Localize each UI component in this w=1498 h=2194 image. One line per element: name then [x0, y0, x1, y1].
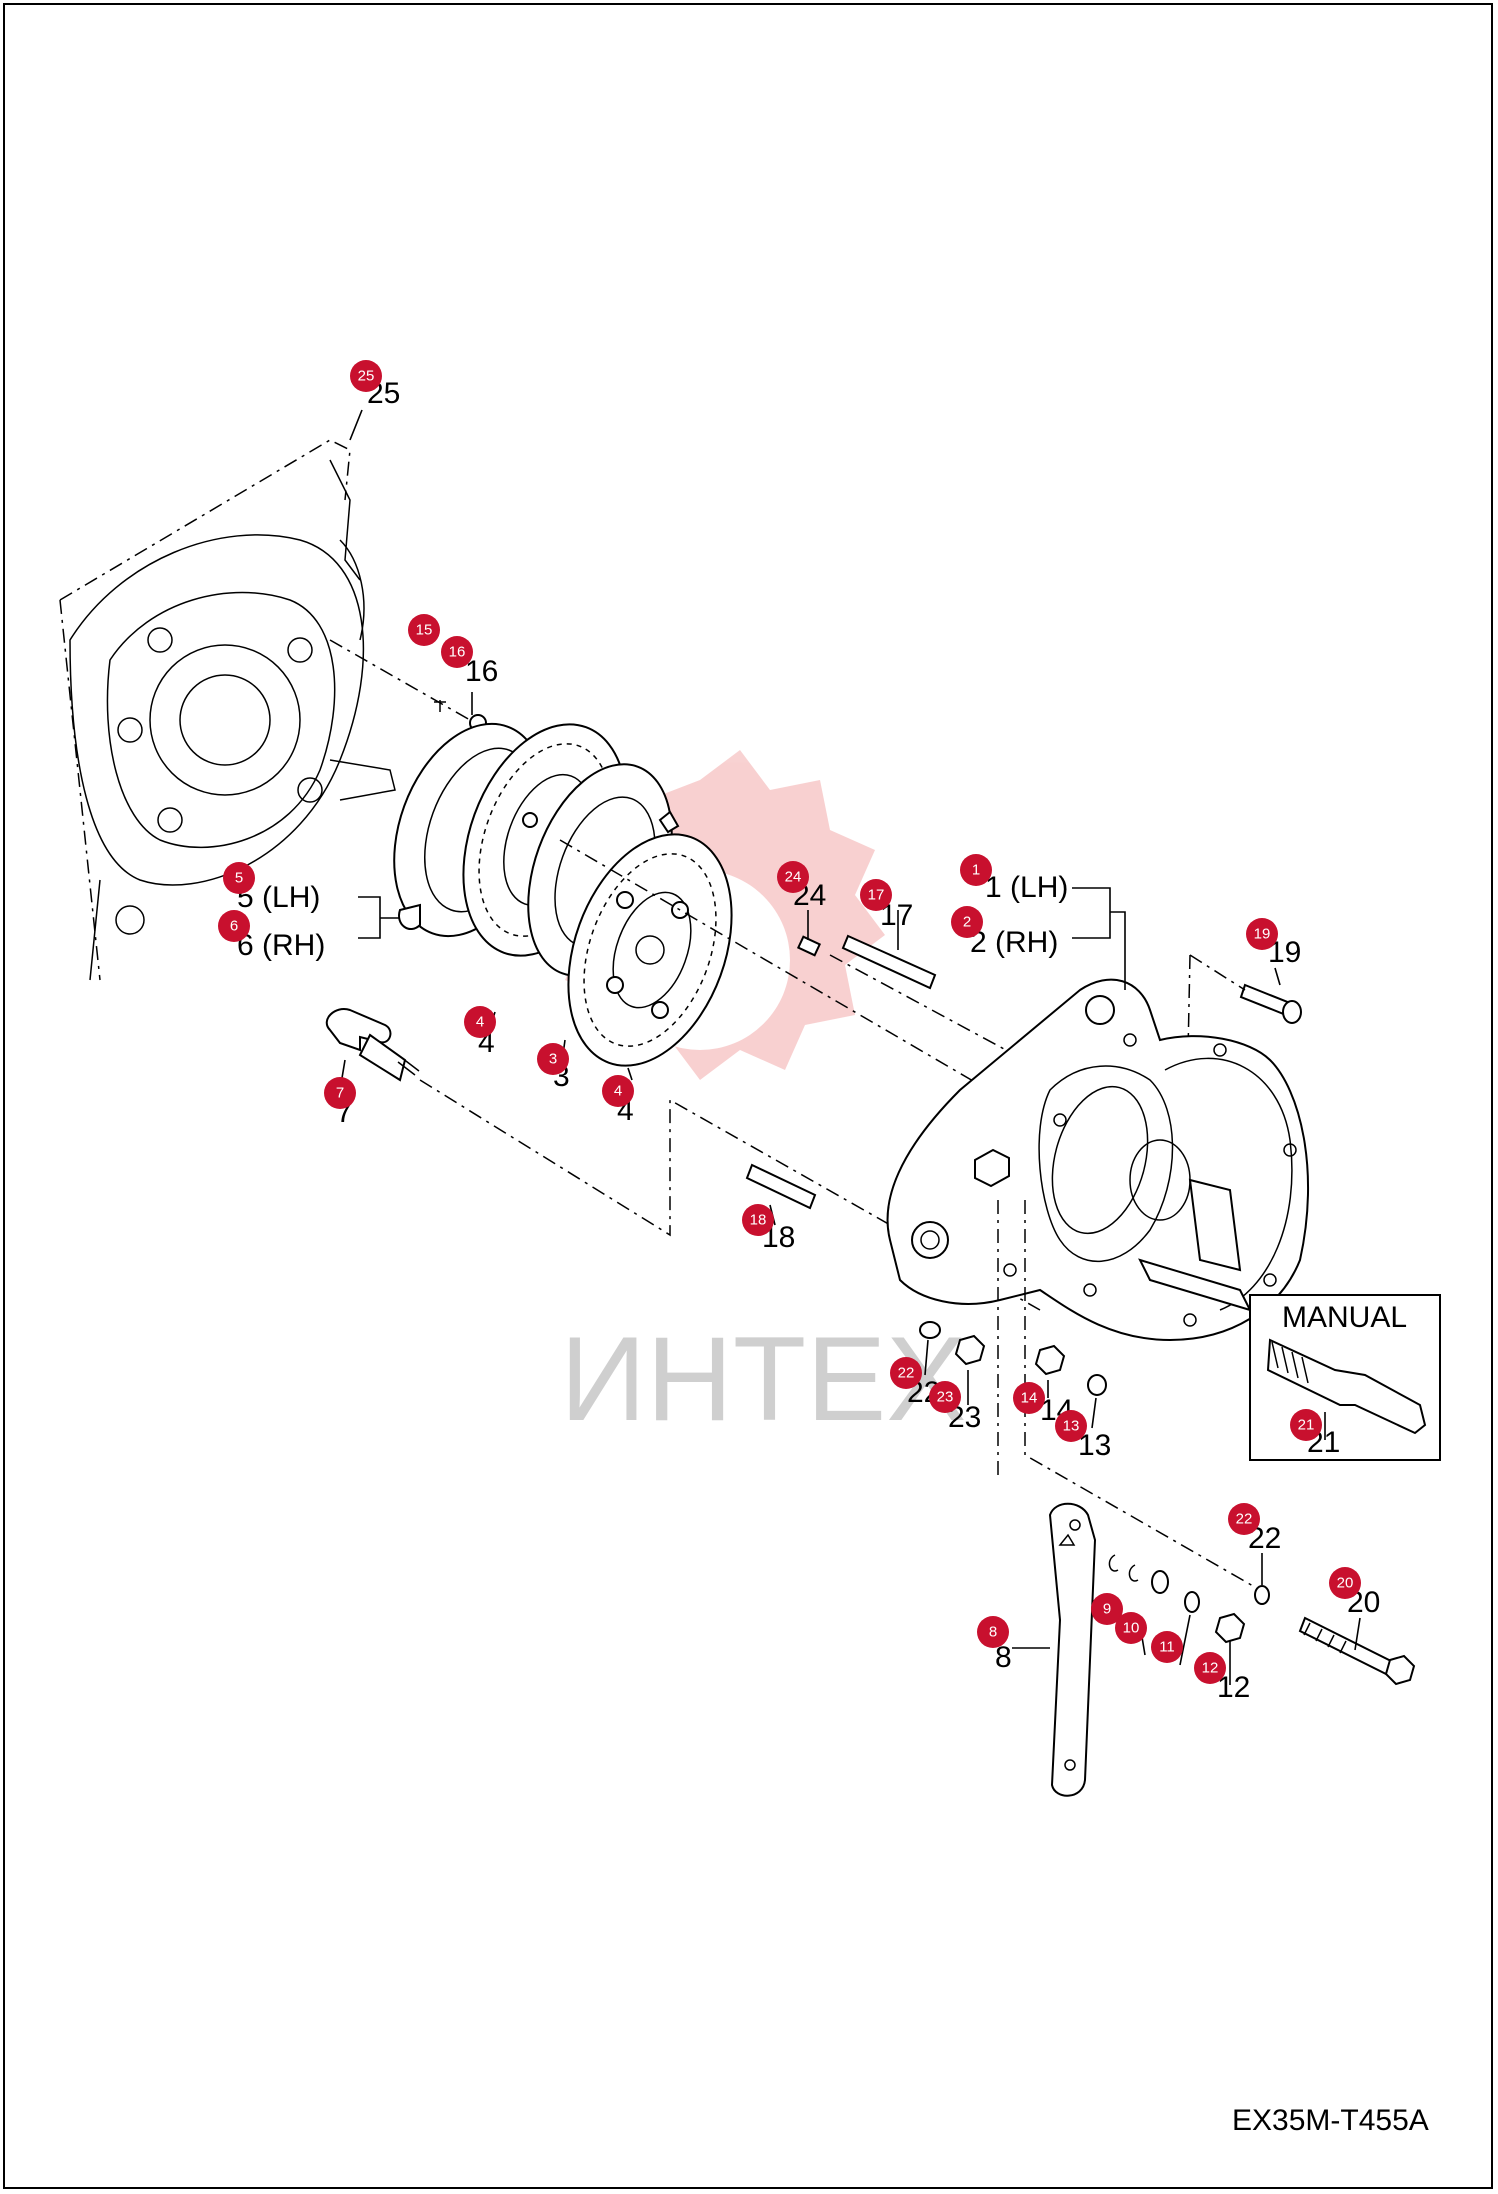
stud-18: [745, 1163, 817, 1210]
marker-2: 2: [951, 906, 983, 938]
marker-12: 12: [1194, 1652, 1226, 1684]
brake-housing-1-2: [886, 978, 1310, 1342]
svg-text:7: 7: [336, 1085, 344, 1102]
svg-text:22: 22: [1236, 1511, 1253, 1528]
plug-15: [434, 700, 446, 712]
manual-inset-title: MANUAL: [1282, 1301, 1407, 1334]
bolt-19: [1239, 983, 1302, 1024]
svg-text:12: 12: [1202, 1660, 1219, 1677]
marker-11: 11: [1151, 1631, 1183, 1663]
svg-text:14: 14: [1021, 1390, 1038, 1407]
marker-18: 18: [742, 1204, 774, 1236]
nut-12: [1214, 1612, 1246, 1644]
marker-4-rear: 4: [602, 1075, 634, 1107]
marker-21: 21: [1290, 1409, 1322, 1441]
label-1-lh: 1 (LH): [985, 871, 1068, 904]
marker-4-front: 4: [464, 1006, 496, 1038]
marker-22-lower: 22: [1228, 1503, 1260, 1535]
marker-8: 8: [977, 1616, 1009, 1648]
marker-7: 7: [324, 1077, 356, 1109]
marker-5: 5: [223, 862, 255, 894]
washer-22: [919, 1321, 941, 1339]
label-6-rh: 6 (RH): [237, 929, 325, 962]
washer-22-lower: [1254, 1585, 1270, 1605]
svg-text:19: 19: [1254, 926, 1271, 943]
marker-24: 24: [777, 861, 809, 893]
svg-text:15: 15: [416, 622, 433, 639]
label-8: 8: [995, 1641, 1012, 1674]
diagram-frame: [3, 3, 1493, 2189]
svg-text:5: 5: [235, 870, 243, 887]
nut-23: [954, 1334, 986, 1366]
stud-17: [841, 934, 937, 990]
washer-13: [1087, 1374, 1107, 1396]
marker-19: 19: [1246, 918, 1278, 950]
svg-text:13: 13: [1063, 1418, 1080, 1435]
svg-text:6: 6: [230, 918, 238, 935]
svg-text:4: 4: [476, 1014, 484, 1031]
svg-text:22: 22: [898, 1365, 915, 1382]
marker-23: 23: [929, 1381, 961, 1413]
bolt-20: [1298, 1616, 1416, 1686]
svg-text:24: 24: [785, 869, 802, 886]
drawing-code: EX35M-T455A: [1232, 2104, 1429, 2137]
nut-14: [1034, 1344, 1066, 1376]
marker-20: 20: [1329, 1567, 1361, 1599]
svg-text:16: 16: [449, 644, 466, 661]
marker-6: 6: [218, 910, 250, 942]
label-2-rh: 2 (RH): [970, 926, 1058, 959]
svg-text:23: 23: [937, 1389, 954, 1406]
marker-25: 25: [350, 360, 382, 392]
marker-13: 13: [1055, 1410, 1087, 1442]
svg-text:3: 3: [549, 1051, 557, 1068]
axis-line-lever: [997, 1200, 1261, 1591]
svg-text:11: 11: [1159, 1639, 1175, 1656]
axis-line-main: [559, 839, 1041, 1121]
marker-15: 15: [408, 614, 440, 646]
marker-9: 9: [1091, 1593, 1123, 1625]
marker-1: 1: [960, 854, 992, 886]
washer-11: [1184, 1591, 1200, 1613]
svg-text:10: 10: [1123, 1620, 1140, 1637]
svg-text:18: 18: [750, 1212, 767, 1229]
manual-inset-box: [1249, 1294, 1441, 1461]
marker-17: 17: [860, 879, 892, 911]
marker-14: 14: [1013, 1382, 1045, 1414]
axis-line-pin: [419, 1079, 1041, 1311]
svg-text:1: 1: [972, 862, 980, 879]
marker-10: 10: [1115, 1612, 1147, 1644]
transmission-housing-25: [59, 439, 396, 981]
svg-text:2: 2: [963, 914, 971, 931]
svg-text:25: 25: [358, 368, 375, 385]
svg-text:20: 20: [1337, 1575, 1354, 1592]
axis-line-ball: [329, 639, 471, 721]
marker-22-upper: 22: [890, 1357, 922, 1389]
svg-text:21: 21: [1298, 1417, 1315, 1434]
label-16: 16: [465, 655, 498, 688]
svg-text:4: 4: [614, 1083, 622, 1100]
spring-pin-9: [1108, 1554, 1139, 1582]
pin-7: [325, 1008, 420, 1082]
marker-3: 3: [537, 1043, 569, 1075]
washer-10: [1151, 1570, 1169, 1594]
release-lever-8: [1048, 1502, 1097, 1797]
stud-24: [796, 935, 822, 957]
svg-text:17: 17: [868, 887, 885, 904]
marker-16: 16: [441, 636, 473, 668]
svg-text:8: 8: [989, 1624, 997, 1641]
svg-text:9: 9: [1103, 1601, 1111, 1618]
